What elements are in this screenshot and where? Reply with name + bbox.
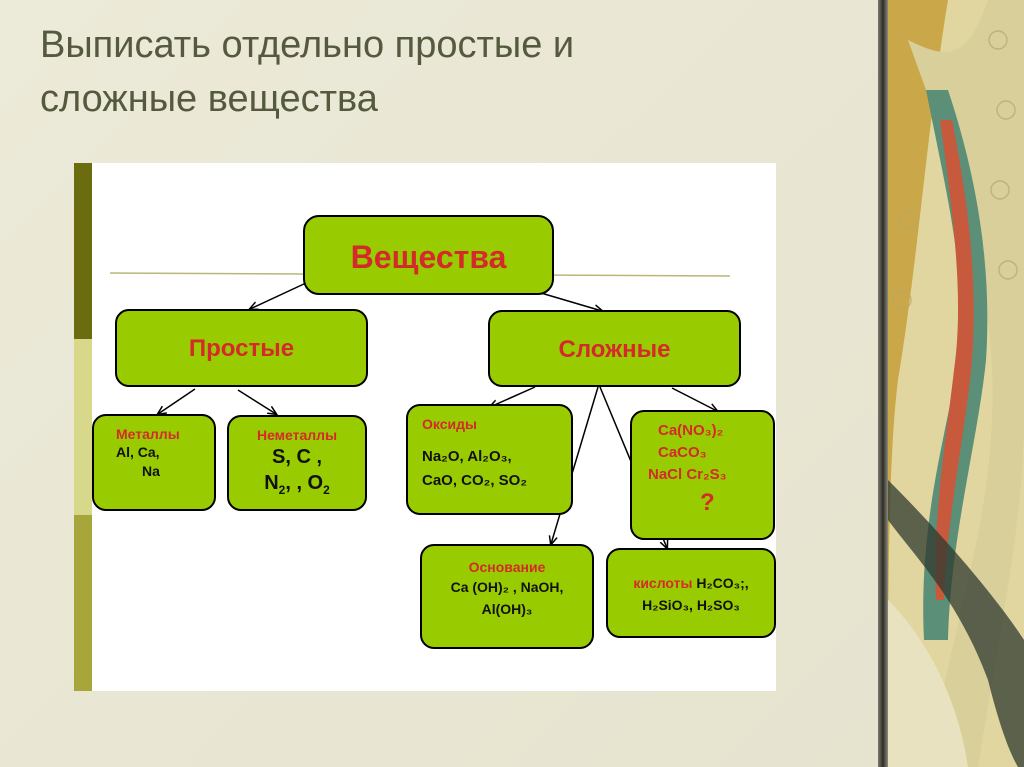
node-nonmetals-line-2: N2, , O2 bbox=[229, 470, 365, 503]
node-simple-label: Простые bbox=[188, 335, 295, 362]
arrow-complex-to-salts bbox=[671, 387, 717, 411]
node-metals-label: Металлы bbox=[116, 426, 180, 442]
node-substances-label: Вещества bbox=[350, 239, 507, 275]
slide-title-line-2: сложные вещества bbox=[40, 78, 378, 120]
node-complex: Сложные bbox=[488, 310, 741, 387]
slide-title: Выписать отдельно простые и сложные веще… bbox=[40, 18, 860, 126]
node-acids-label: кислоты bbox=[633, 575, 693, 591]
arrow-root-to-simple bbox=[250, 282, 307, 309]
formula-subscript: 2 bbox=[323, 483, 330, 497]
arrow-complex-to-oxides bbox=[490, 386, 536, 407]
arrow-root-to-complex bbox=[540, 292, 602, 311]
node-salts-line-3: NaCl Cr₂S₃ bbox=[648, 466, 727, 483]
panel-left-accent-bar bbox=[74, 163, 92, 691]
node-acids: кислоты H₂CO₃;, H₂SiO₃, H₂SO₃ bbox=[606, 548, 776, 638]
node-salts-line-2: CaCO₃ bbox=[658, 444, 707, 461]
slide-frame-border bbox=[878, 0, 888, 767]
node-simple: Простые bbox=[115, 309, 368, 387]
node-oxides-label: Оксиды bbox=[422, 416, 477, 432]
node-metals-line-1: Al, Ca, bbox=[116, 444, 160, 460]
node-oxides-line-2: CaO, CO₂, SO₂ bbox=[422, 472, 528, 489]
node-salts-line-1: Ca(NO₃)₂ bbox=[658, 422, 724, 439]
node-oxides-line-1: Na₂O, Al₂O₃, bbox=[422, 448, 512, 465]
node-nonmetals: Неметаллы S, C , N2, , O2 bbox=[227, 415, 367, 511]
formula-o: , , O bbox=[285, 472, 324, 494]
node-bases-line-2: Al(OH)₃ bbox=[481, 601, 533, 617]
formula-subscript: 2 bbox=[278, 483, 286, 497]
node-salts-question: ? bbox=[700, 489, 715, 516]
node-nonmetals-line-1: S, C , bbox=[271, 446, 322, 468]
node-acids-line-1: кислоты H₂CO₃;, bbox=[608, 572, 774, 594]
node-bases: Основание Ca (OH)₂ , NaOH, Al(OH)₃ bbox=[420, 544, 594, 649]
arrow-simple-to-metals bbox=[158, 388, 196, 414]
slide-title-line-1: Выписать отдельно простые и bbox=[40, 24, 575, 66]
node-salts: Ca(NO₃)₂ CaCO₃ NaCl Cr₂S₃ ? bbox=[630, 410, 775, 540]
node-bases-line-1: Ca (OH)₂ , NaOH, bbox=[450, 579, 564, 595]
node-metals-line-2: Na bbox=[142, 463, 160, 479]
node-acids-formula-1: H₂CO₃;, bbox=[696, 575, 749, 591]
node-complex-label: Сложные bbox=[558, 336, 671, 363]
node-substances: Вещества bbox=[303, 215, 554, 295]
arrow-complex-to-bases bbox=[551, 386, 599, 544]
node-acids-line-2: H₂SiO₃, H₂SO₃ bbox=[642, 597, 740, 613]
node-nonmetals-label: Неметаллы bbox=[256, 427, 338, 443]
node-metals: Металлы Al, Ca, Na bbox=[92, 414, 216, 511]
decorative-ribbon-art bbox=[888, 0, 1024, 767]
formula-n: N bbox=[264, 472, 279, 494]
node-oxides: Оксиды Na₂O, Al₂O₃, CaO, CO₂, SO₂ bbox=[406, 404, 573, 515]
arrow-simple-to-nonmetals bbox=[237, 389, 276, 414]
node-bases-label: Основание bbox=[468, 559, 546, 575]
